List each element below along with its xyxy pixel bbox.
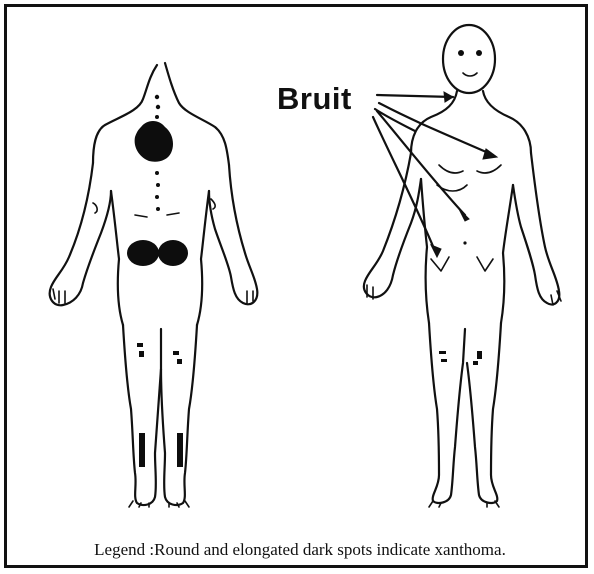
back-view-torso-left [111, 191, 123, 325]
buttock-xanthoma-left [127, 240, 159, 266]
back-view-left-arm [50, 163, 111, 305]
buttock-xanthoma-right [158, 240, 188, 266]
back-view-torso-right [197, 191, 209, 325]
front-view-right-leg [467, 323, 501, 503]
bruit-arrow-carotid [377, 95, 453, 97]
back-view-right-neck [165, 63, 229, 165]
front-view-left-arm [364, 153, 421, 297]
bruit-arrow-subclavian [379, 103, 493, 155]
front-view-right-arm [513, 153, 559, 305]
achilles-xanthoma-right [177, 433, 183, 467]
front-view-right-shoulder [483, 91, 531, 153]
front-view-left-leg [429, 323, 465, 503]
upper-back-xanthoma [135, 121, 173, 162]
legend-caption: Legend :Round and elongated dark spots i… [7, 541, 585, 558]
front-view-figure [364, 25, 561, 507]
back-view-right-arm [209, 165, 257, 304]
front-view-head [443, 25, 495, 93]
bruit-arrow-femoral [373, 117, 435, 251]
achilles-xanthoma-left [139, 433, 145, 467]
back-view-figure [50, 63, 258, 507]
front-view-torso-right [501, 185, 513, 323]
figure-frame: Bruit Legend :Round and elongated dark s… [4, 4, 588, 568]
front-view-torso-left [421, 179, 429, 323]
bruit-label: Bruit [277, 83, 352, 114]
bruit-arrow-abdominal [377, 111, 465, 215]
